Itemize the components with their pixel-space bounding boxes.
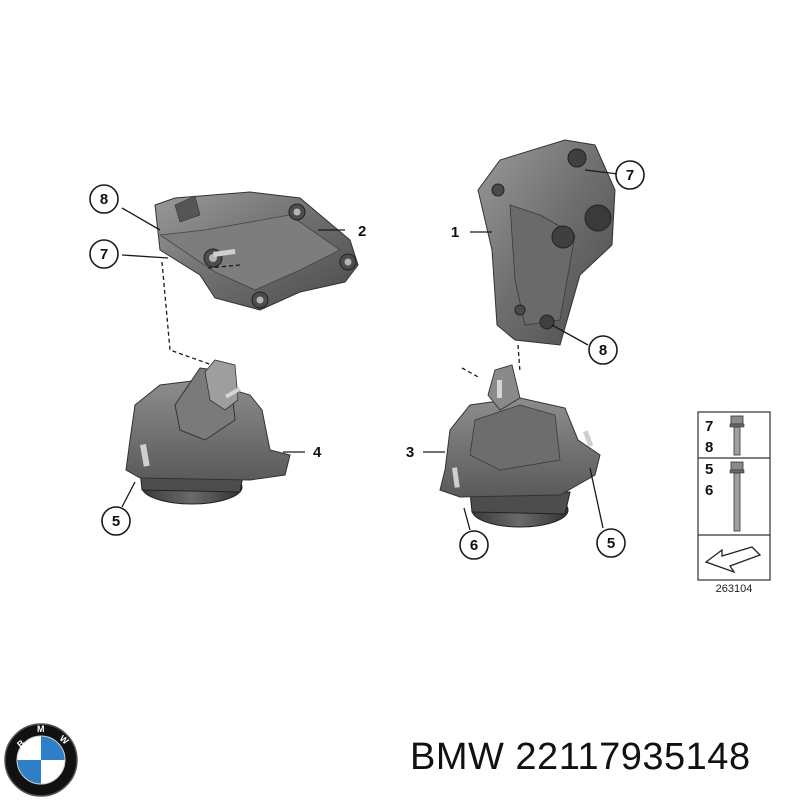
right-engine-mount-part	[439, 364, 601, 528]
svg-text:5: 5	[112, 513, 120, 530]
legend-row1-top: 7	[705, 418, 713, 435]
short-bolt-icon	[729, 415, 745, 456]
svg-text:M: M	[37, 724, 45, 734]
label-part-4: 4	[313, 444, 322, 461]
callout-right-bottom-6: 6	[459, 530, 489, 560]
bmw-logo: B M W	[4, 723, 78, 797]
svg-text:7: 7	[626, 167, 634, 184]
legend-row2-top: 5	[705, 461, 713, 478]
left-engine-mount-part	[125, 359, 291, 505]
svg-text:8: 8	[599, 342, 607, 359]
fastener-legend: 7 8 5 6	[697, 411, 771, 581]
right-bracket-part	[477, 139, 616, 346]
label-part-1: 1	[451, 224, 459, 241]
part-number-caption: BMW 22117935148	[410, 736, 751, 778]
callout-left-bottom-5: 5	[101, 506, 131, 536]
callout-right-top-7: 7	[615, 160, 645, 190]
reference-code: 263104	[716, 583, 753, 595]
label-part-2: 2	[358, 223, 366, 240]
left-bracket-part	[154, 191, 359, 311]
legend-row2-bottom: 6	[705, 482, 713, 499]
svg-text:5: 5	[607, 535, 615, 552]
callout-right-bottom-5: 5	[596, 528, 626, 558]
long-bolt-icon	[729, 461, 745, 532]
legend-row1-bottom: 8	[705, 439, 713, 456]
svg-text:B: B	[15, 737, 27, 749]
svg-text:8: 8	[100, 191, 108, 208]
label-part-3: 3	[406, 444, 414, 461]
callout-left-top-8: 8	[89, 184, 119, 214]
callout-left-top-7: 7	[89, 239, 119, 269]
orientation-arrow-icon	[704, 546, 762, 574]
svg-text:6: 6	[470, 537, 478, 554]
leader-lines	[121, 169, 619, 531]
svg-text:7: 7	[100, 246, 108, 263]
callout-right-mid-8: 8	[588, 335, 618, 365]
